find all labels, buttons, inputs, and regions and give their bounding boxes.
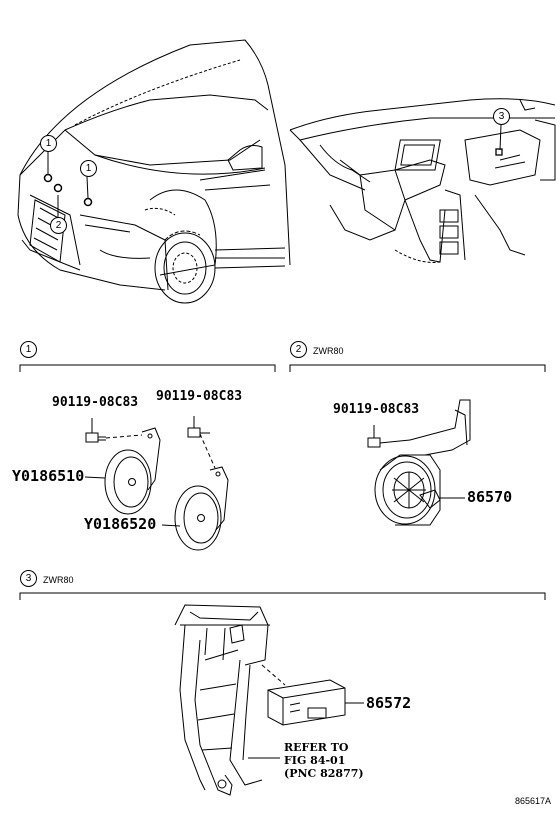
part-label-horn-high: Y0186510: [12, 467, 85, 485]
dashboard-illustration: [289, 98, 556, 263]
part-label-horn-low: Y0186520: [84, 515, 157, 533]
callout-2: 2: [50, 217, 67, 234]
part-label-speaker: 86570: [467, 488, 513, 506]
callout-1-right: 1: [80, 160, 97, 177]
callout-1-left: 1: [40, 135, 57, 152]
part-label-bolt-left: 90119-08C83: [52, 395, 139, 410]
ecu-assembly: [174, 604, 364, 796]
document-id: 865617A: [515, 796, 552, 806]
section-1-marker: 1: [20, 341, 37, 358]
vehicle-front-illustration: [17, 39, 291, 304]
callout-3: 3: [493, 108, 510, 125]
section-brackets: [19, 364, 546, 600]
speaker-assembly: [367, 399, 471, 526]
section-3-marker: 3: [20, 570, 37, 587]
reference-line-2: FIG 84-01: [284, 754, 346, 767]
bolt-mid: [187, 416, 201, 438]
horn-assembly: [84, 416, 229, 551]
reference-line-1: REFER TO: [284, 741, 349, 754]
section-2-marker: 2: [290, 341, 307, 358]
section-2-note: ZWR80: [313, 346, 344, 356]
reference-line-3: (PNC 82877): [284, 767, 364, 780]
part-label-ecu: 86572: [366, 694, 412, 712]
bolt-left: [85, 432, 106, 443]
reference-note: REFER TO FIG 84-01 (PNC 82877): [284, 741, 364, 780]
part-label-bolt-right: 90119-08C83: [333, 402, 420, 417]
section-3-note: ZWR80: [43, 575, 74, 585]
part-label-bolt-mid: 90119-08C83: [156, 389, 243, 404]
